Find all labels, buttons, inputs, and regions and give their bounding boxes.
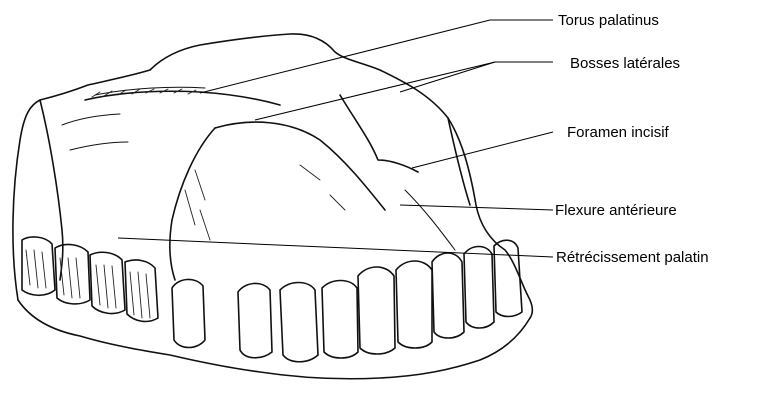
- right-ridge: [340, 95, 418, 172]
- left-ridge-line-2: [70, 142, 128, 150]
- right-flexure-line: [405, 190, 455, 250]
- vault-left-contour: [170, 128, 215, 280]
- left-wall: [40, 100, 63, 280]
- leader-bosses-2: [400, 62, 495, 92]
- vault-right-contour: [215, 122, 385, 210]
- leader-lines: [118, 20, 553, 257]
- label-flexure-anterieure: Flexure antérieure: [555, 202, 677, 219]
- leader-bosses-1: [255, 62, 495, 120]
- label-torus-palatinus: Torus palatinus: [558, 12, 659, 29]
- vault-shade: [185, 165, 345, 240]
- left-teeth: [22, 237, 158, 322]
- leader-foramen: [412, 132, 553, 168]
- labels: Torus palatinus Bosses latérales Foramen…: [555, 12, 709, 266]
- torus-ridge: [85, 91, 280, 105]
- left-ridge-line: [62, 114, 120, 125]
- label-retrecissement-palatin: Rétrécissement palatin: [556, 249, 709, 266]
- label-foramen-incisif: Foramen incisif: [567, 124, 670, 141]
- leader-torus: [200, 20, 490, 93]
- front-teeth: [172, 240, 522, 362]
- label-bosses-laterales: Bosses latérales: [570, 55, 680, 72]
- leader-retrecissement: [118, 238, 553, 257]
- cast-base-edge: [18, 300, 530, 379]
